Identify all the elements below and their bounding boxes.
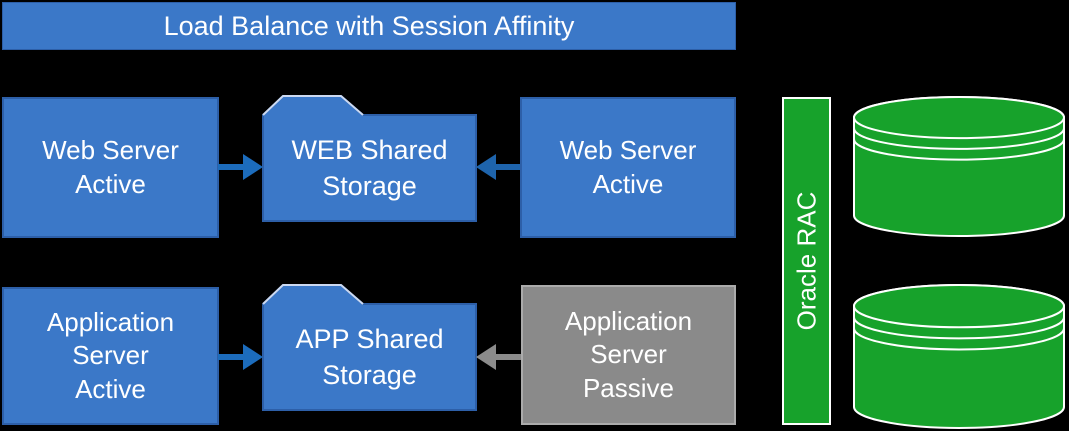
folder-icon [262,95,477,222]
app-shared-storage-label: APP Shared Storage [295,324,444,390]
diagram-title: Load Balance with Session Affinity [163,10,575,41]
arrow-left-icon [476,343,521,371]
arrow-right-icon [218,343,263,371]
web-server-active-left-box: Web Server Active [2,97,219,238]
title-banner: Load Balance with Session Affinity [2,2,736,50]
folder-icon [262,284,477,411]
oracle-rac-bar: Oracle RAC [782,97,831,425]
oracle-rac-label: Oracle RAC [791,191,821,331]
database-cylinder-icon [851,95,1067,238]
web-server-active-left-label: Web Server Active [42,135,179,199]
database-cylinder-icon [851,283,1067,430]
arrow-right-icon [218,153,263,181]
application-server-passive-box: Application Server Passive [521,285,736,425]
web-shared-storage-label: WEB Shared Storage [291,135,448,201]
web-shared-storage-folder: WEB Shared Storage [262,95,477,222]
web-server-active-right-label: Web Server Active [559,135,697,199]
application-server-active-box: Application Server Active [2,287,219,425]
app-shared-storage-folder: APP Shared Storage [262,284,477,411]
web-server-active-right-box: Web Server Active [520,97,736,238]
application-server-active-label: Application Server Active [46,307,175,404]
arrow-left-icon [476,153,521,181]
application-server-passive-label: Application Server Passive [564,306,693,403]
